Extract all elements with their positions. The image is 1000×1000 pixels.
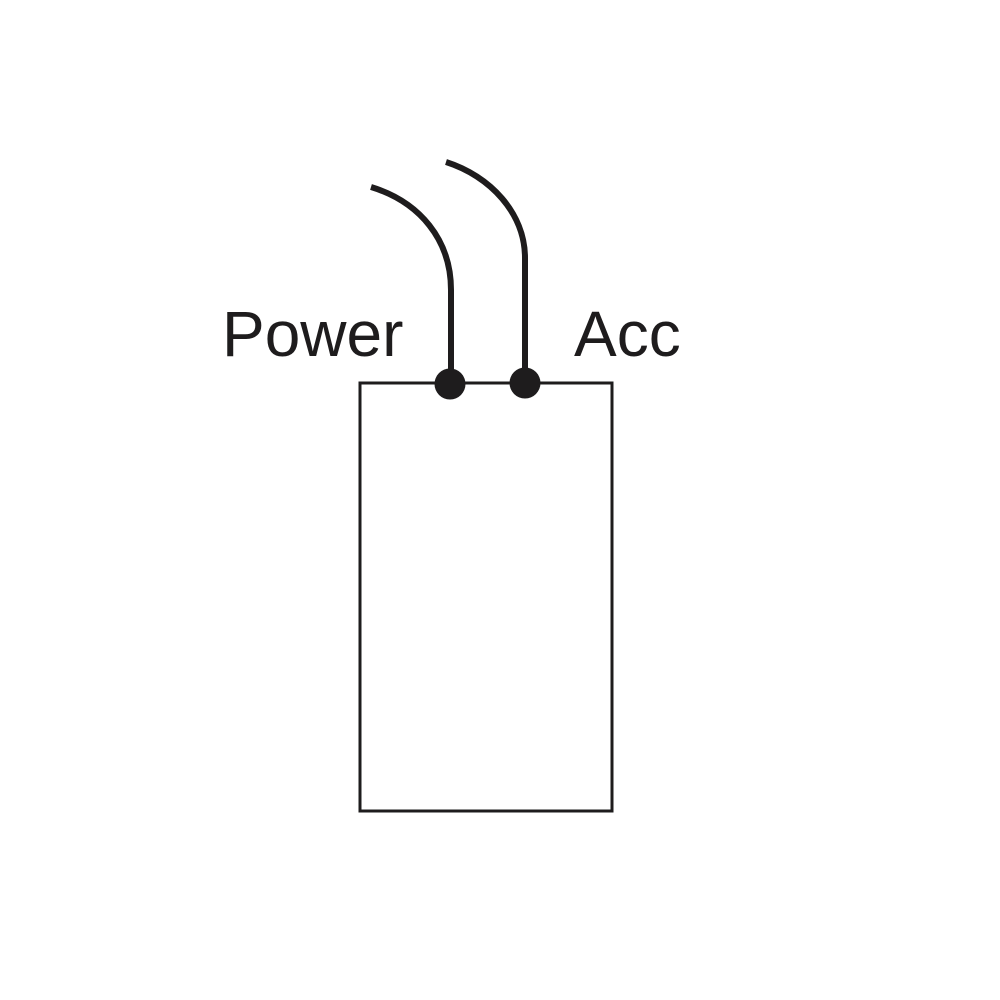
power-label: Power <box>222 298 404 370</box>
acc-wire <box>445 159 528 370</box>
power-wire <box>370 184 454 372</box>
acc-terminal-dot <box>509 367 541 399</box>
acc-label: Acc <box>574 298 681 370</box>
power-terminal-dot <box>434 368 466 400</box>
module-box <box>358 381 614 813</box>
